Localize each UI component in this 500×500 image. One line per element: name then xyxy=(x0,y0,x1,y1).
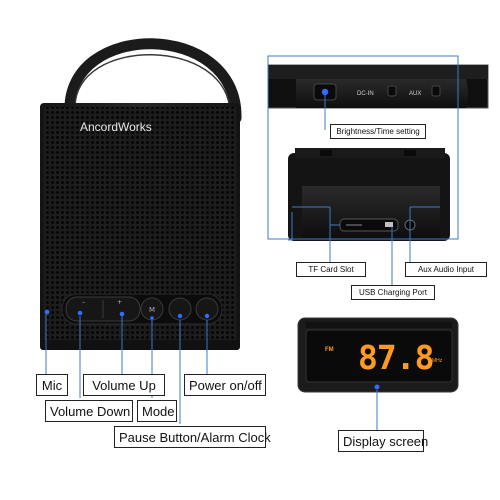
callout-usb-charging-port: USB Charging Port xyxy=(351,285,435,300)
vol-up-led xyxy=(119,311,125,317)
speaker-handle xyxy=(64,38,242,124)
display-screen xyxy=(305,329,453,383)
callout-volume-up: Volume Up xyxy=(83,374,165,396)
callout-volume-down: Volume Down xyxy=(45,400,133,422)
display-unit-text: MHz xyxy=(432,358,443,364)
brand-logo-text: AncordWorks xyxy=(80,120,152,134)
callout-display-screen: Display screen xyxy=(338,430,428,452)
callout-tf-card-slot: TF Card Slot xyxy=(296,262,366,277)
callout-mode: Mode xyxy=(137,400,177,422)
callout-mic: Mic xyxy=(36,374,68,396)
speaker-grill xyxy=(44,107,236,346)
callout-power: Power on/off xyxy=(184,374,266,396)
aux-label: AUX xyxy=(409,91,421,97)
display-frequency: 87.8 xyxy=(358,338,433,377)
callout-pause-alarm: Pause Button/Alarm Clock xyxy=(114,426,271,448)
display-blue-led xyxy=(374,384,380,390)
svg-text:M: M xyxy=(149,306,155,314)
dock-callout-lines xyxy=(267,55,459,288)
vol-down-led xyxy=(77,310,83,316)
callout-brightness-time: Brightness/Time setting xyxy=(330,124,426,139)
mic-led xyxy=(44,309,50,315)
display-band: FM xyxy=(325,347,334,353)
dc-in-label: DC-IN xyxy=(357,91,374,97)
callout-aux-audio-input: Aux Audio Input xyxy=(405,262,487,277)
svg-text:+: + xyxy=(117,299,122,306)
svg-text:–: – xyxy=(82,299,85,306)
